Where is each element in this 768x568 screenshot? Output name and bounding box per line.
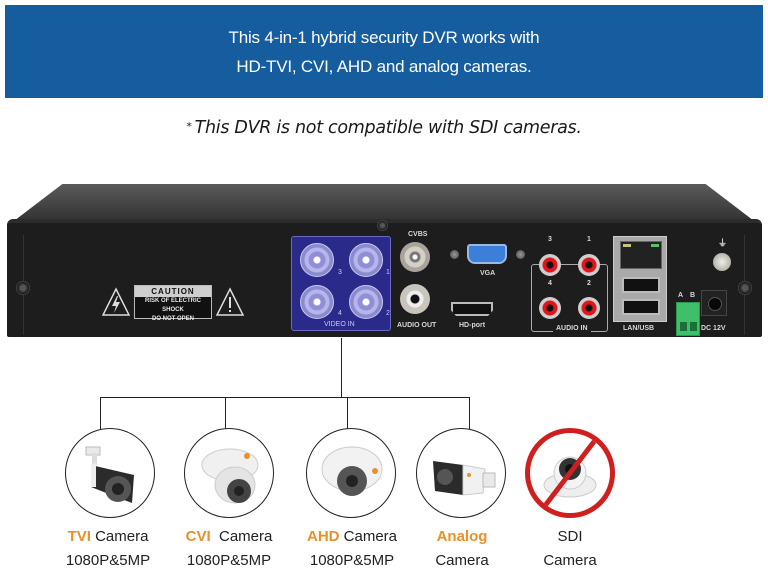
video-in-port-2[interactable] <box>349 285 383 319</box>
port-number: 3 <box>338 269 342 276</box>
camera-type: TVI <box>67 528 91 545</box>
caution-line-1: RISK OF ELECTRIC SHOCK <box>144 298 201 313</box>
camera-type: Analog <box>436 528 488 545</box>
camera-word: Camera <box>343 528 398 545</box>
vga-label: VGA <box>480 270 496 277</box>
connector-line <box>225 397 226 429</box>
cvi-camera-image <box>184 428 274 518</box>
camera-spec: 1080P&5MP <box>309 552 395 568</box>
ahd-camera-image <box>306 428 396 518</box>
lan-port[interactable] <box>620 241 662 269</box>
connector-line <box>469 397 470 429</box>
ahd-camera-label: AHD Camera 1080P&5MP <box>287 525 417 568</box>
video-in-port-3[interactable] <box>300 243 334 277</box>
camera-word: Camera <box>219 528 273 545</box>
tvi-camera-image <box>65 428 155 518</box>
screw-icon <box>16 281 30 295</box>
port-number: 2 <box>386 310 390 317</box>
connector-line <box>347 397 348 429</box>
cvi-camera-label: CVI Camera 1080P&5MP <box>164 525 294 568</box>
electric-shock-warning-icon <box>102 287 130 316</box>
terminal-label-a: A <box>678 292 684 299</box>
audio-in-port-3[interactable] <box>539 254 561 276</box>
port-number: 1 <box>587 236 591 243</box>
connector-line <box>100 397 101 429</box>
terminal-slot <box>680 322 687 331</box>
bullet-camera-icon <box>433 461 496 496</box>
connector-line <box>100 397 470 398</box>
camera-word: Camera <box>95 528 149 545</box>
audio-in-bracket <box>531 264 608 332</box>
dome-camera-icon <box>201 448 259 504</box>
cvbs-label: CVBS <box>408 231 428 238</box>
screw-icon <box>450 250 459 259</box>
port-number: 1 <box>386 269 390 276</box>
usb-port-1[interactable] <box>622 277 660 293</box>
dvr-top-surface <box>10 184 758 224</box>
rs485-terminal[interactable] <box>676 302 700 336</box>
camera-word: Camera <box>435 552 489 568</box>
banner-line-1: This 4-in-1 hybrid security DVR works wi… <box>228 28 540 47</box>
ground-screw <box>713 253 731 271</box>
analog-camera-image <box>416 428 506 518</box>
audio-in-label: AUDIO IN <box>553 325 591 332</box>
video-in-port-4[interactable] <box>300 285 334 319</box>
lan-usb-panel <box>613 236 667 322</box>
terminal-slot <box>690 322 697 331</box>
led-indicator <box>651 244 659 247</box>
dome-camera-icon <box>321 446 383 496</box>
port-number: 3 <box>548 236 552 243</box>
prohibited-dome-camera-icon <box>542 437 598 509</box>
port-number: 2 <box>587 280 591 287</box>
audio-out-port[interactable] <box>400 284 430 314</box>
compatibility-note: *This DVR is not compatible with SDI cam… <box>0 118 768 138</box>
hdmi-port[interactable] <box>451 302 493 316</box>
audio-out-label: AUDIO OUT <box>397 322 437 329</box>
camera-spec: 1080P&5MP <box>65 552 151 568</box>
screw-icon <box>516 250 525 259</box>
sdi-camera-label: SDI Camera <box>505 525 635 568</box>
port-number: 4 <box>548 280 552 287</box>
dc-label: DC 12V <box>701 325 726 332</box>
screw-icon <box>377 220 388 231</box>
led-indicator <box>623 244 631 247</box>
camera-spec: 1080P&5MP <box>186 552 272 568</box>
note-text: This DVR is not compatible with SDI came… <box>194 118 582 138</box>
port-number: 4 <box>338 310 342 317</box>
video-in-panel: 3 1 4 2 VIDEO IN <box>291 236 391 331</box>
audio-in-port-2[interactable] <box>578 297 600 319</box>
warning-exclamation-icon <box>216 287 244 316</box>
caution-title: CAUTION <box>135 286 211 297</box>
connector-line <box>341 338 342 397</box>
asterisk: * <box>186 120 192 133</box>
bullet-camera-icon <box>85 446 134 503</box>
header-banner: This 4-in-1 hybrid security DVR works wi… <box>5 5 763 98</box>
tvi-camera-label: TVI Camera 1080P&5MP <box>43 525 173 568</box>
hd-port-label: HD-port <box>459 322 486 329</box>
cvbs-port[interactable] <box>400 242 430 272</box>
camera-type: SDI <box>557 528 583 545</box>
lan-usb-label: LAN/USB <box>623 325 655 332</box>
terminal-label-b: B <box>690 292 696 299</box>
video-in-label: VIDEO IN <box>324 321 355 328</box>
usb-port-2[interactable] <box>622 299 660 315</box>
banner-line-2: HD-TVI, CVI, AHD and analog cameras. <box>236 57 532 76</box>
screw-icon <box>738 281 752 295</box>
video-in-port-1[interactable] <box>349 243 383 277</box>
ground-symbol-icon: ⏚ <box>718 238 728 248</box>
audio-in-port-4[interactable] <box>539 297 561 319</box>
camera-word: Camera <box>543 552 597 568</box>
caution-line-2: DO NOT OPEN <box>151 316 194 322</box>
sdi-camera-image <box>525 428 615 518</box>
dc-power-jack[interactable] <box>701 290 727 316</box>
analog-camera-label: Analog Camera <box>397 525 527 568</box>
audio-in-port-1[interactable] <box>578 254 600 276</box>
caution-label: CAUTION RISK OF ELECTRIC SHOCK DO NOT OP… <box>134 285 212 322</box>
camera-type: CVI <box>185 528 211 545</box>
vga-port[interactable] <box>467 244 507 264</box>
camera-type: AHD <box>306 528 340 545</box>
